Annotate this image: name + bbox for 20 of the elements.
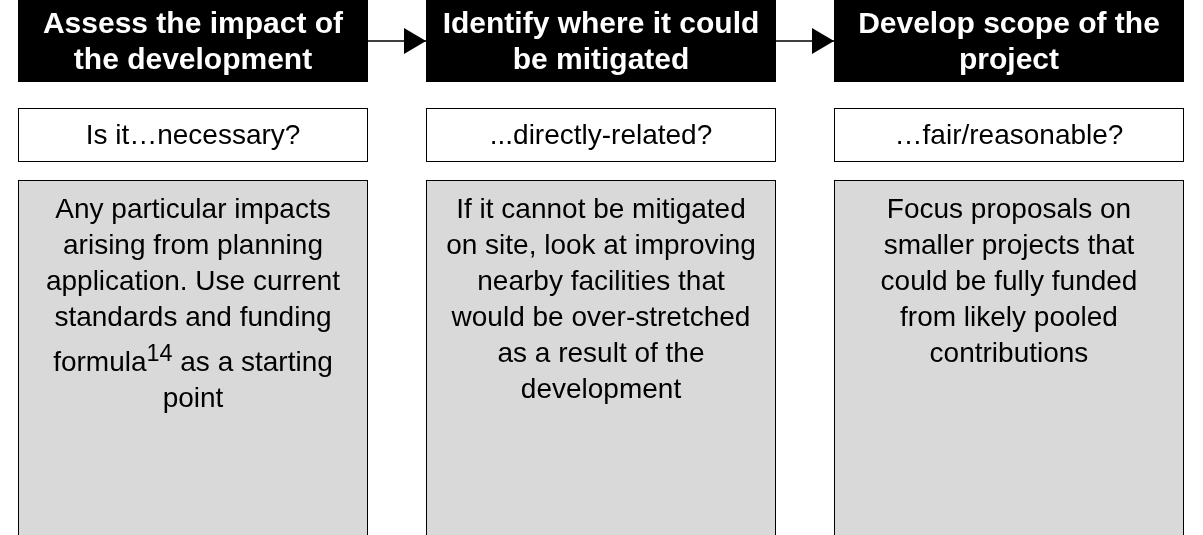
box-text: If it cannot be mitigated on site, look at improving nearby facilities that would be over-stretched as a result of the development (445, 192, 757, 406)
box-text: ...directly-related? (488, 119, 714, 151)
box-text: Assess the impact of the development (41, 5, 345, 77)
question-box (834, 108, 1184, 162)
heading-box (18, 0, 368, 82)
question-box (18, 108, 368, 162)
heading-box (426, 0, 776, 82)
question-box (426, 108, 776, 162)
box-text: Any particular impacts arising from planning application. Use current standards and funding formula$^{14}$ as a starting point (44, 192, 342, 416)
arrow (775, 28, 835, 54)
box-text: …fair/reasonable? (893, 119, 1125, 151)
description-box (18, 180, 368, 535)
box-text: Focus proposals on smaller projects that could be fully funded from likely pooled contributions (879, 192, 1139, 370)
description-box (834, 180, 1184, 535)
box-text: Is it…necessary? (84, 119, 302, 151)
description-box (426, 180, 776, 535)
arrow (367, 28, 427, 54)
box-text: Develop scope of the project (857, 5, 1161, 77)
heading-box (834, 0, 1184, 82)
box-text: Identify where it could be mitigated (441, 5, 761, 77)
